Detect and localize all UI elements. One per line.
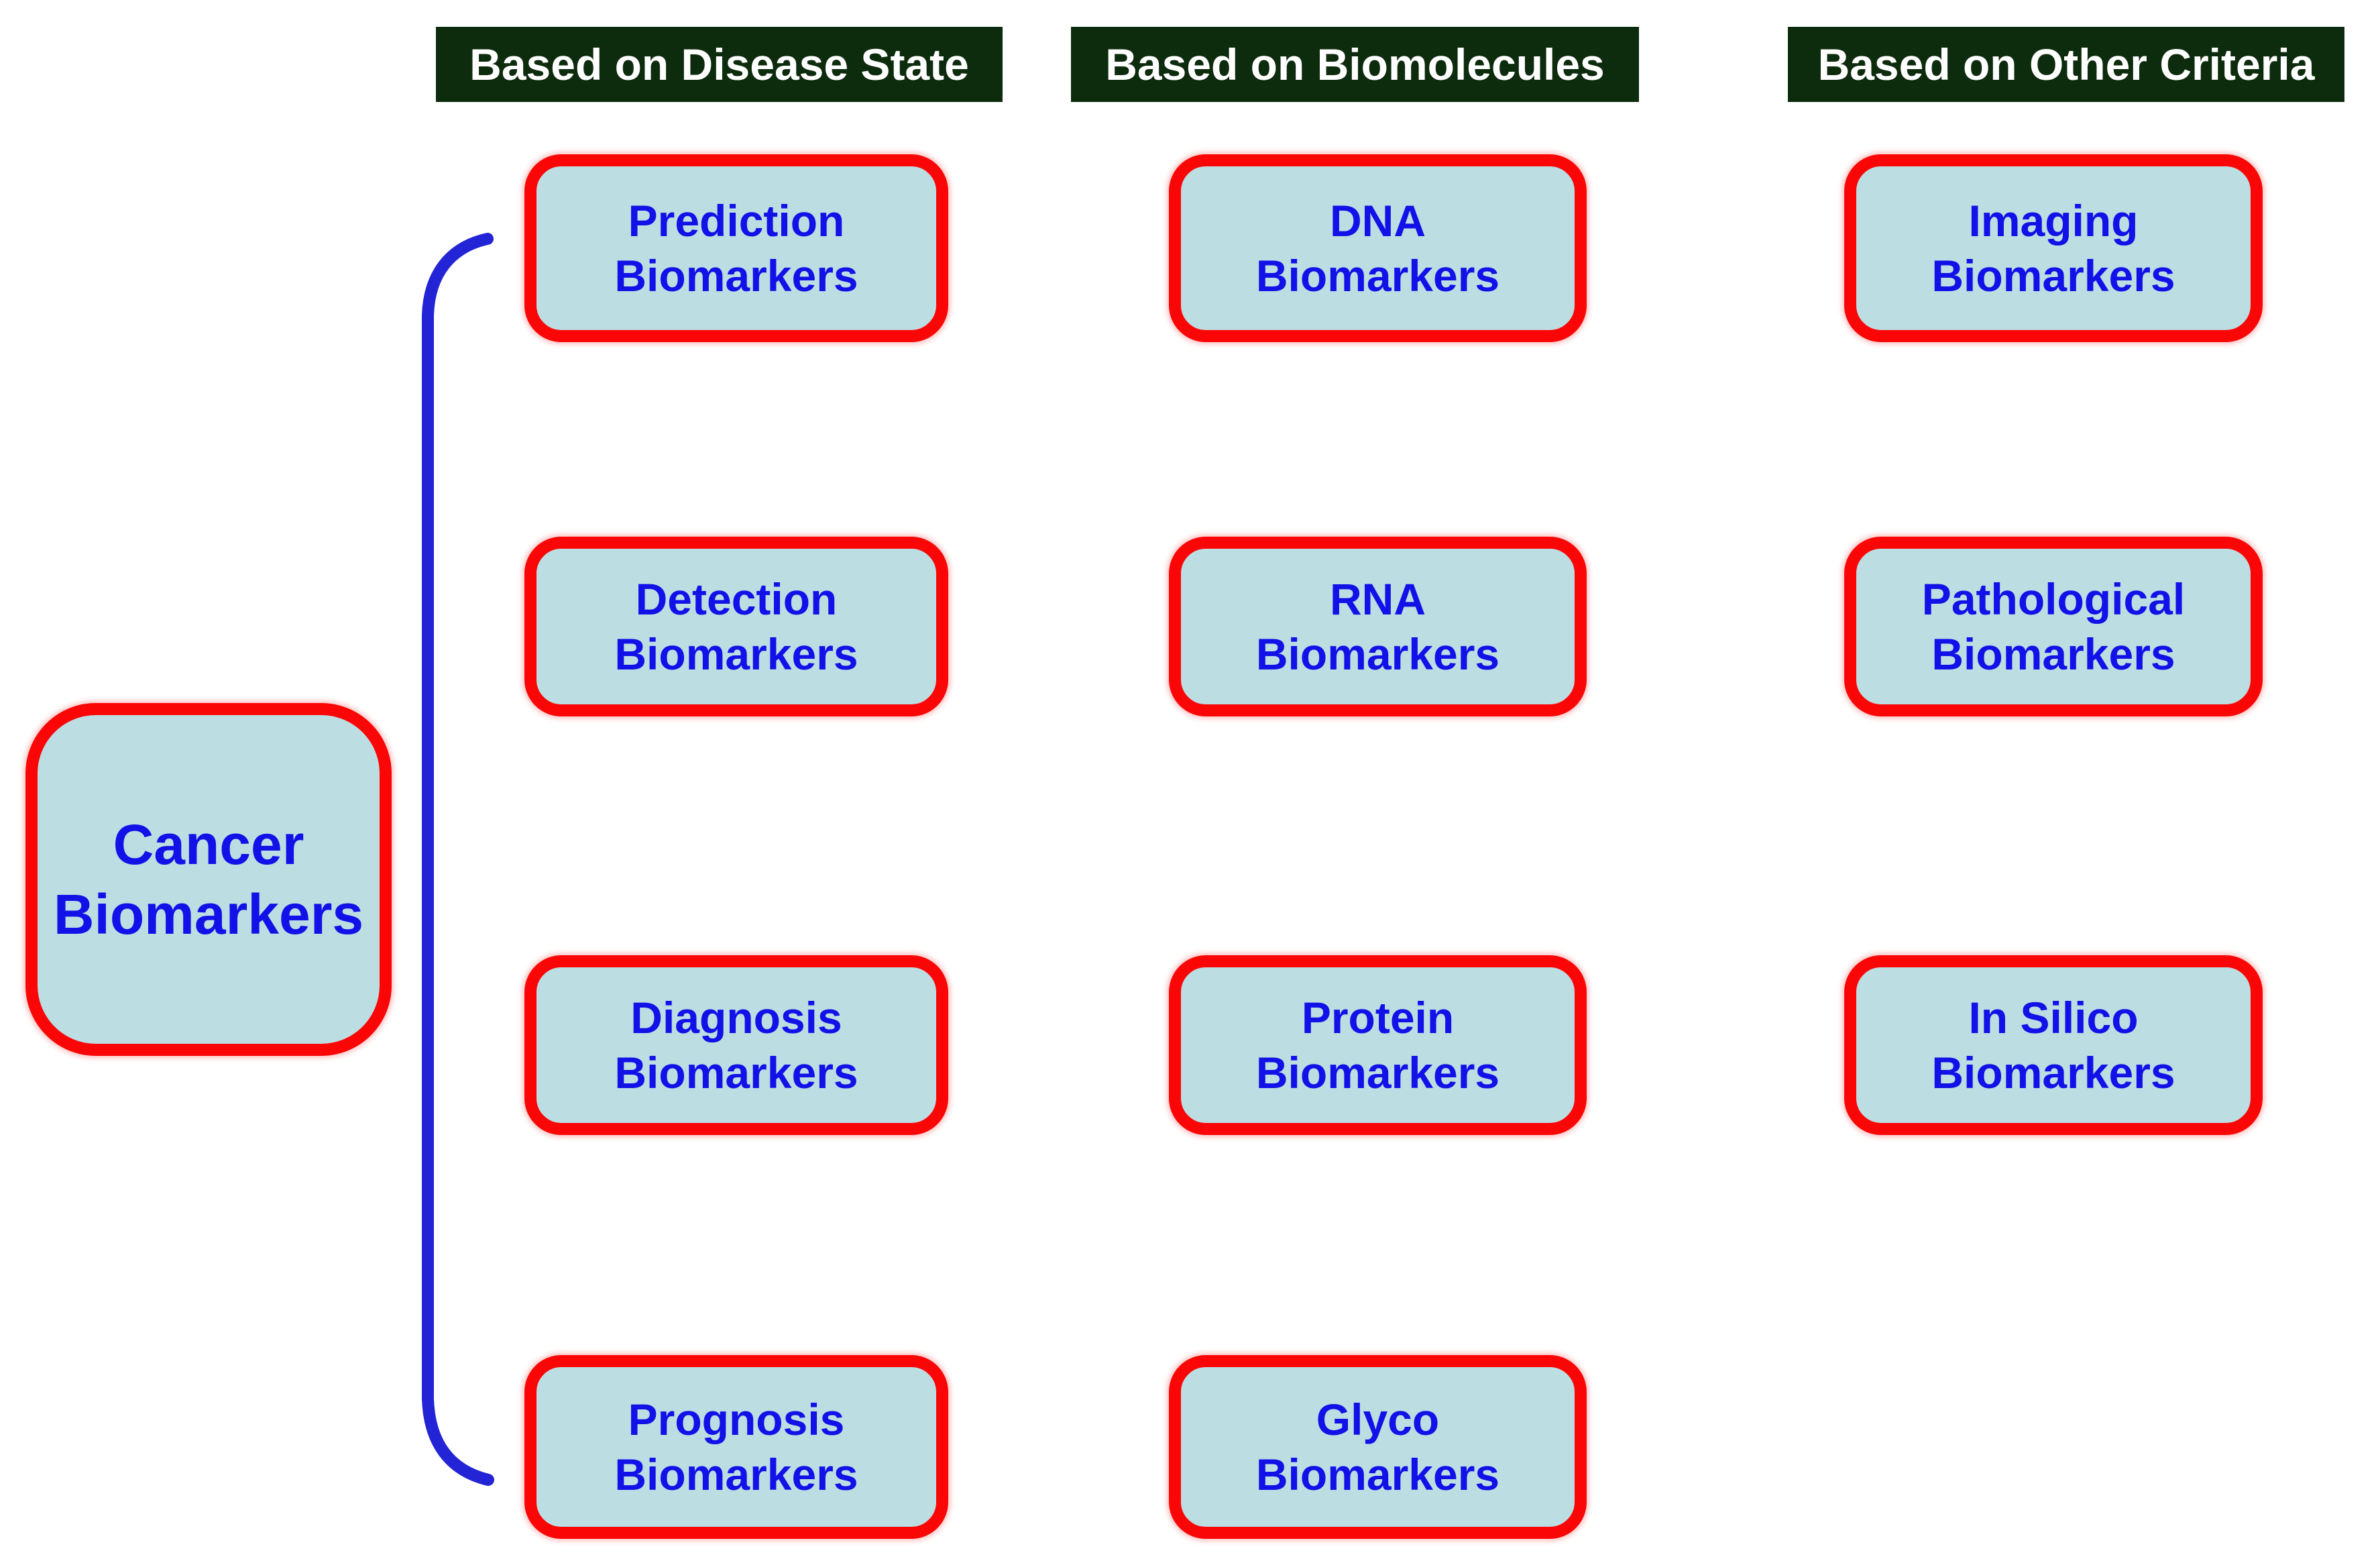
node-label-line: Biomarkers bbox=[1931, 251, 2175, 301]
node-imaging-biomarkers: Imaging Biomarkers bbox=[1844, 154, 2263, 342]
header-based-on-disease-state: Based on Disease State bbox=[436, 27, 1003, 102]
node-prediction-biomarkers: Prediction Biomarkers bbox=[524, 154, 948, 342]
node-label-line: Biomarkers bbox=[614, 251, 858, 301]
node-rna-biomarkers: RNA Biomarkers bbox=[1169, 537, 1587, 716]
node-label-line: Biomarkers bbox=[1255, 629, 1500, 679]
node-label-line: DNA bbox=[1330, 196, 1426, 246]
brace-connector-path bbox=[422, 233, 494, 1486]
node-protein-biomarkers: Protein Biomarkers bbox=[1169, 955, 1587, 1135]
node-pathological-biomarkers: Pathological Biomarkers bbox=[1844, 537, 2263, 716]
node-label-line: Biomarkers bbox=[614, 1450, 858, 1499]
node-label-line: Glyco bbox=[1316, 1395, 1440, 1444]
node-label-line: RNA bbox=[1330, 574, 1426, 624]
header-based-on-biomolecules: Based on Biomolecules bbox=[1071, 27, 1639, 102]
node-label-line: Cancer bbox=[113, 813, 304, 876]
node-detection-biomarkers: Detection Biomarkers bbox=[524, 537, 948, 716]
node-label-line: Biomarkers bbox=[53, 883, 364, 946]
node-label-line: Biomarkers bbox=[1931, 629, 2175, 679]
node-label-line: In Silico bbox=[1968, 993, 2139, 1042]
node-dna-biomarkers: DNA Biomarkers bbox=[1169, 154, 1587, 342]
node-label-line: Detection bbox=[635, 574, 838, 624]
node-label-line: Prognosis bbox=[628, 1395, 845, 1444]
node-prognosis-biomarkers: Prognosis Biomarkers bbox=[524, 1355, 948, 1539]
node-label-line: Diagnosis bbox=[630, 993, 842, 1042]
node-label-line: Biomarkers bbox=[614, 629, 858, 679]
node-label-line: Biomarkers bbox=[1255, 1048, 1500, 1097]
node-label-line: Biomarkers bbox=[1255, 1450, 1500, 1499]
node-in-silico-biomarkers: In Silico Biomarkers bbox=[1844, 955, 2263, 1135]
node-label-line: Imaging bbox=[1968, 196, 2139, 246]
node-cancer-biomarkers: Cancer Biomarkers bbox=[25, 703, 392, 1056]
brace-connector bbox=[422, 233, 494, 1486]
header-based-on-other-criteria: Based on Other Criteria bbox=[1788, 27, 2344, 102]
node-glyco-biomarkers: Glyco Biomarkers bbox=[1169, 1355, 1587, 1539]
node-diagnosis-biomarkers: Diagnosis Biomarkers bbox=[524, 955, 948, 1135]
node-label-line: Pathological bbox=[1921, 574, 2186, 624]
node-label-line: Biomarkers bbox=[1255, 251, 1500, 301]
node-label-line: Protein bbox=[1301, 993, 1455, 1042]
node-label-line: Biomarkers bbox=[614, 1048, 858, 1097]
node-label-line: Biomarkers bbox=[1931, 1048, 2175, 1097]
node-label-line: Prediction bbox=[628, 196, 845, 246]
